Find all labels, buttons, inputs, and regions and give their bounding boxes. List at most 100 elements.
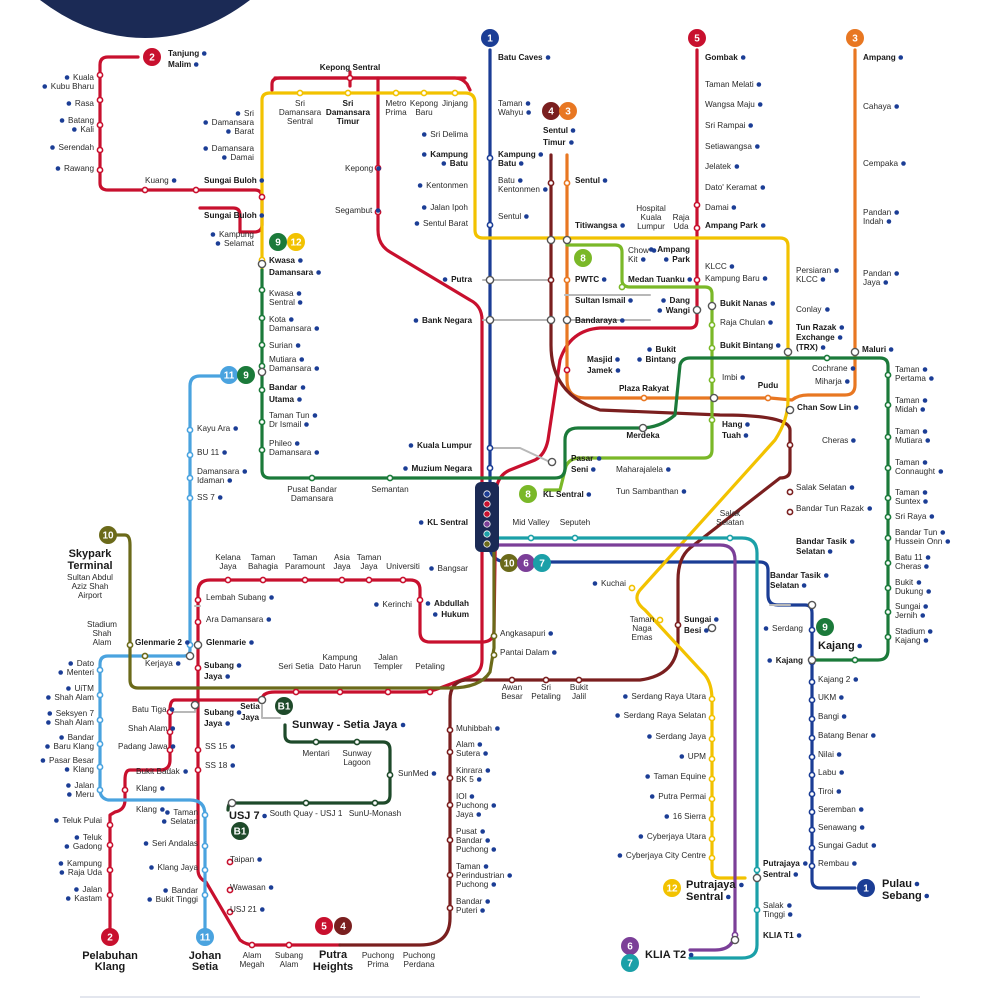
station-label[interactable]: Salak <box>720 509 741 518</box>
station-label[interactable]: Stadium <box>87 620 117 629</box>
station-marker[interactable] <box>285 941 293 949</box>
station-label[interactable]: Tun Razak <box>796 323 837 332</box>
line-badge-6[interactable]: 6 <box>517 554 535 572</box>
station-label[interactable]: Ampang <box>863 53 896 62</box>
station-label[interactable]: Taman <box>895 488 920 497</box>
station-label[interactable]: Shah Alam <box>54 693 94 702</box>
station-label[interactable]: Baru Klang <box>53 742 94 751</box>
station-label[interactable]: Sri Rampai <box>705 121 746 130</box>
station-label[interactable]: Semantan <box>371 485 409 494</box>
station-marker[interactable] <box>386 771 394 779</box>
station-label[interactable]: Sungai Gadut <box>818 841 869 850</box>
station-label[interactable]: Dato Harun <box>319 662 361 671</box>
line-badge-9[interactable]: 9 <box>816 618 834 636</box>
interchange-marker[interactable] <box>707 623 717 633</box>
station-marker[interactable] <box>708 815 716 823</box>
station-label[interactable]: Klang Jaya <box>157 863 198 872</box>
station-label[interactable]: Jaya <box>360 562 378 571</box>
station-label[interactable]: Damansara <box>212 144 255 153</box>
station-label[interactable]: South Quay - USJ 1 <box>270 809 343 818</box>
station-label[interactable]: Jinjang <box>442 99 468 108</box>
station-label[interactable]: Cheras <box>822 436 848 445</box>
line-badge-2[interactable]: 2 <box>143 48 161 66</box>
station-label[interactable]: Jaya <box>219 562 237 571</box>
station-label[interactable]: Bukit Nanas <box>720 299 768 308</box>
interchange-marker[interactable] <box>193 640 203 650</box>
station-marker[interactable] <box>486 464 494 472</box>
station-marker[interactable] <box>884 464 892 472</box>
station-label[interactable]: Kerinchi <box>382 600 412 609</box>
station-label[interactable]: Tiroi <box>818 787 834 796</box>
station-marker[interactable] <box>708 714 716 722</box>
station-label[interactable]: Park <box>672 255 690 264</box>
station-label[interactable]: Sri <box>295 99 305 108</box>
station-label[interactable]: Taipan <box>230 855 255 864</box>
station-marker[interactable] <box>292 688 300 696</box>
line-badge-5[interactable]: 5 <box>315 917 333 935</box>
station-label[interactable]: Hang <box>722 420 742 429</box>
line-badge-3[interactable]: 3 <box>846 29 864 47</box>
station-marker[interactable] <box>186 474 194 482</box>
station-label[interactable]: Kajang 2 <box>818 675 851 684</box>
station-label[interactable]: Rawang <box>64 164 94 173</box>
station-label[interactable]: Klang <box>73 765 94 774</box>
station-label[interactable]: Ara Damansara <box>206 615 264 624</box>
station-label[interactable]: Selamat <box>224 239 255 248</box>
station-label[interactable]: Naga <box>632 624 652 633</box>
station-marker[interactable] <box>258 341 266 349</box>
station-marker[interactable] <box>693 276 701 284</box>
station-label[interactable]: Subang <box>204 708 234 717</box>
station-label[interactable]: Serdang Raya Utara <box>631 692 706 701</box>
station-label[interactable]: Bahagia <box>248 562 278 571</box>
station-label[interactable]: Prima <box>367 960 389 969</box>
interchange-marker[interactable] <box>257 695 267 705</box>
station-label[interactable]: Wangsa Maju <box>705 100 755 109</box>
station-label[interactable]: Pulau <box>882 878 912 890</box>
station-label[interactable]: Skypark <box>69 548 113 560</box>
station-label[interactable]: Kampung <box>219 230 254 239</box>
station-marker[interactable] <box>851 656 859 664</box>
station-marker[interactable] <box>708 854 716 862</box>
station-marker[interactable] <box>708 795 716 803</box>
station-label[interactable]: Chan Sow Lin <box>797 403 851 412</box>
station-label[interactable]: Jelatek <box>705 162 732 171</box>
station-marker[interactable] <box>106 841 114 849</box>
interchange-marker[interactable] <box>850 347 860 357</box>
station-label[interactable]: Sentral <box>287 117 313 126</box>
station-label[interactable]: Batang Benar <box>818 731 868 740</box>
station-label[interactable]: Kuchai <box>601 579 626 588</box>
station-marker[interactable] <box>106 821 114 829</box>
station-marker[interactable] <box>527 534 535 542</box>
station-marker[interactable] <box>96 786 104 794</box>
station-label[interactable]: Seni <box>571 465 588 474</box>
station-marker[interactable] <box>201 842 209 850</box>
line-badge-b1[interactable]: B1 <box>231 822 249 840</box>
station-marker[interactable] <box>640 394 648 402</box>
station-label[interactable]: Bandar Tasik <box>770 571 821 580</box>
station-label[interactable]: Airport <box>78 591 103 600</box>
kl-sentral-hub[interactable] <box>475 482 499 552</box>
station-label[interactable]: Tun Sambanthan <box>616 487 679 496</box>
station-label[interactable]: Taman Tun <box>269 411 310 420</box>
station-label[interactable]: Sentral <box>686 891 723 903</box>
station-marker[interactable] <box>490 651 498 659</box>
interchange-marker[interactable] <box>707 301 717 311</box>
station-label[interactable]: Raja <box>673 213 690 222</box>
station-label[interactable]: Bukit <box>895 578 914 587</box>
line-badge-1[interactable]: 1 <box>481 29 499 47</box>
line-badge-10[interactable]: 10 <box>99 526 117 544</box>
station-label[interactable]: Kwasa <box>269 256 295 265</box>
station-marker[interactable] <box>693 201 701 209</box>
interchange-marker[interactable] <box>257 367 267 377</box>
station-label[interactable]: Subang <box>275 951 304 960</box>
station-label[interactable]: Merdeka <box>626 431 660 440</box>
station-label[interactable]: Sungai <box>895 602 921 611</box>
station-label[interactable]: Sentul <box>543 126 568 135</box>
station-label[interactable]: Universiti <box>386 562 420 571</box>
station-label[interactable]: Aziz Shah <box>72 582 109 591</box>
station-label[interactable]: SS 15 <box>205 742 228 751</box>
station-label[interactable]: Prima <box>385 108 407 117</box>
station-label[interactable]: Jaya <box>863 278 881 287</box>
station-label[interactable]: Templer <box>373 662 402 671</box>
station-label[interactable]: Kerjaya <box>145 659 173 668</box>
